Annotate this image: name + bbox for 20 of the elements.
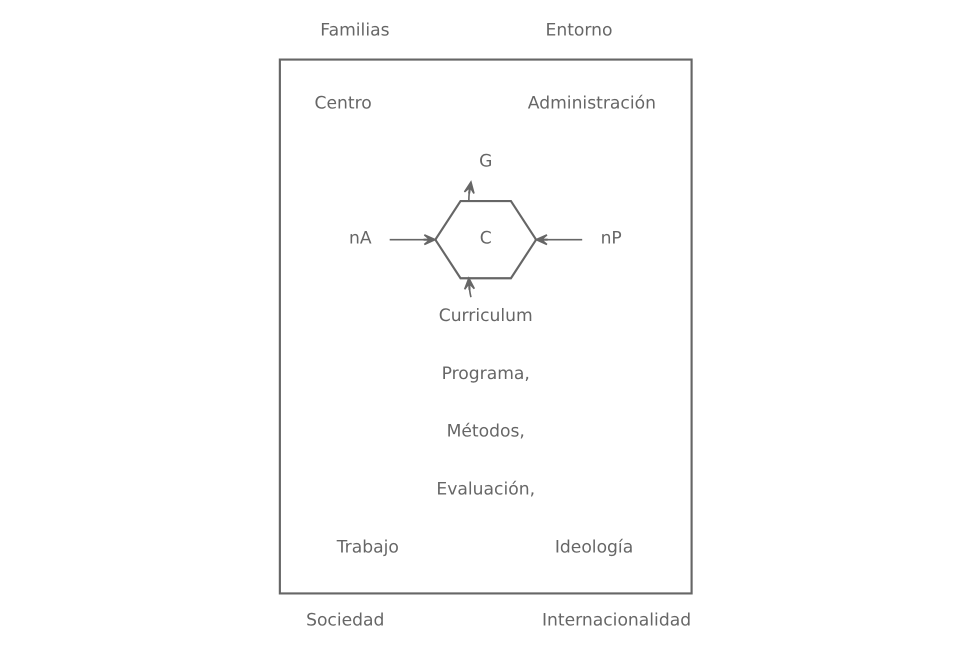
label: Internacionalidad [541, 610, 691, 630]
node-text: nA [348, 228, 372, 249]
node-text: Curriculum [438, 306, 532, 326]
cluster [278, 58, 692, 595]
arrow [463, 277, 475, 298]
label: Entorno [545, 20, 612, 41]
label: Sociedad [306, 610, 384, 630]
label: Centro [314, 94, 372, 114]
label: Ideología [554, 538, 633, 558]
label: Métodos, [446, 422, 524, 442]
arrow [463, 181, 474, 201]
node-text: nP [600, 228, 622, 249]
label: Administración [527, 94, 656, 114]
node-text: G [478, 152, 492, 172]
label: Programa, [441, 364, 530, 384]
arrow [389, 234, 436, 246]
label: Trabajo [336, 538, 398, 558]
arrow [534, 234, 582, 246]
label: Evaluación, [436, 480, 535, 500]
label: Familias [320, 20, 390, 41]
